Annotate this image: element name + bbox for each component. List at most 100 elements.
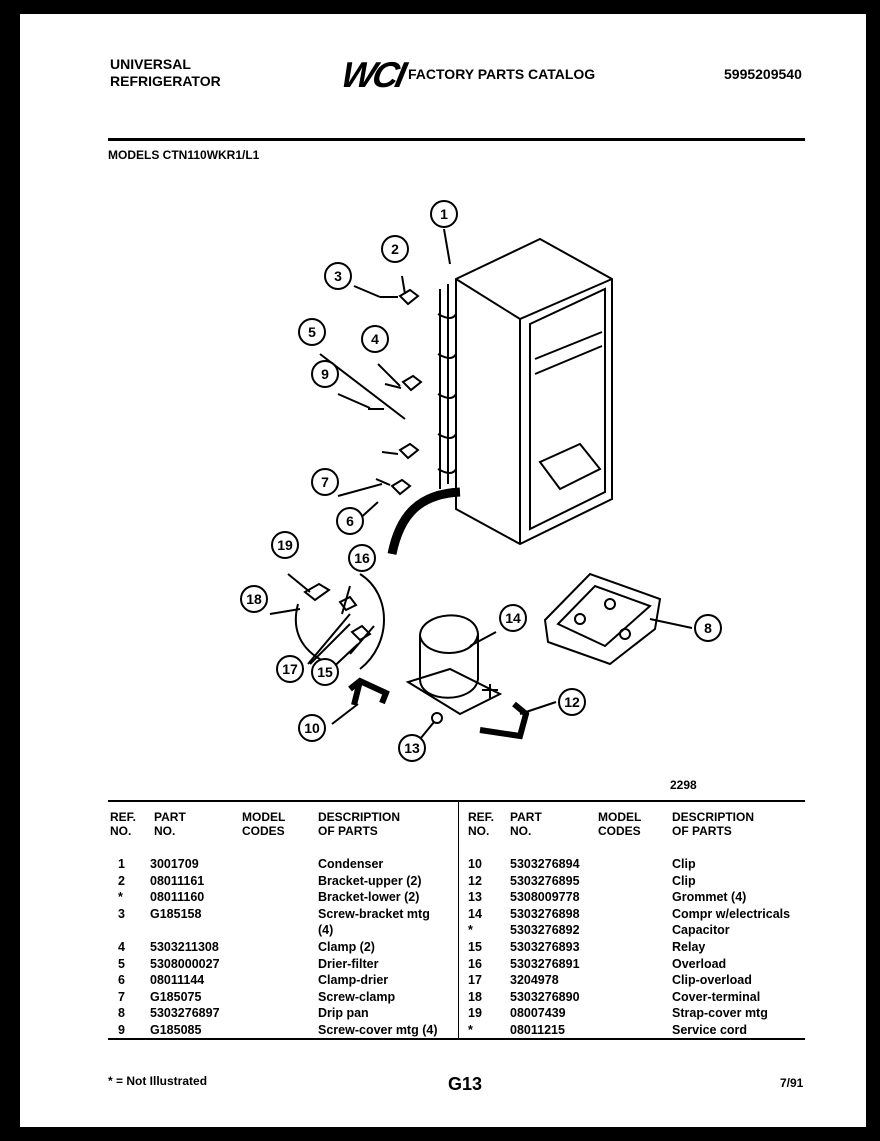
cell-part: 3001709 bbox=[150, 857, 199, 871]
document-number: 5995209540 bbox=[724, 66, 802, 82]
callout-2: 2 bbox=[381, 235, 409, 263]
cell-desc: Clip bbox=[672, 873, 696, 888]
svg-text:7: 7 bbox=[321, 474, 329, 490]
cell-ref: 12 bbox=[468, 873, 482, 888]
cell-desc: Compr w/electricals bbox=[672, 906, 791, 921]
svg-text:15: 15 bbox=[317, 664, 333, 680]
cell-desc: Grommet (4) bbox=[672, 890, 747, 905]
svg-text:17: 17 bbox=[282, 661, 298, 677]
cell-desc: Drip pan bbox=[318, 1006, 369, 1021]
callout-14: 14 bbox=[499, 604, 527, 632]
table-row: 6 08011144 Clamp-drier bbox=[20, 972, 866, 989]
cell-ref: 5 bbox=[118, 956, 125, 971]
callout-15: 15 bbox=[311, 658, 339, 686]
cell-ref: 16 bbox=[468, 956, 482, 971]
brand-name: UNIVERSAL REFRIGERATOR bbox=[110, 56, 221, 90]
cell-ref: 15 bbox=[468, 940, 482, 954]
cell-ref: 17 bbox=[468, 973, 482, 988]
header-model-left: MODEL CODES bbox=[242, 810, 286, 838]
svg-text:1: 1 bbox=[440, 206, 448, 222]
cell-desc: Screw-cover mtg (4) bbox=[318, 1023, 438, 1037]
table-row: 7 G185075 Screw-clamp bbox=[20, 989, 866, 1006]
cover-terminal-loop bbox=[359, 573, 385, 670]
callout-1: 1 bbox=[430, 200, 458, 228]
cell-desc: Condenser bbox=[318, 857, 384, 871]
cell-part: 5308000027 bbox=[150, 956, 220, 971]
cell-part: 5308009778 bbox=[510, 890, 580, 905]
table-row: 13 5308009778 Grommet (4) bbox=[20, 889, 866, 906]
callout-19: 19 bbox=[271, 531, 299, 559]
cell-part: 08011215 bbox=[510, 1023, 565, 1037]
cell-part: 5303276893 bbox=[510, 940, 580, 954]
cell-part: G185158 bbox=[150, 906, 202, 921]
revision-date: 7/91 bbox=[780, 1076, 804, 1090]
strap-cover bbox=[303, 582, 331, 602]
cell-part: 5303276895 bbox=[510, 873, 580, 888]
cell-desc: Clamp-drier bbox=[318, 973, 389, 988]
callout-8: 8 bbox=[694, 614, 722, 642]
header-ref-right: REF. NO. bbox=[468, 810, 495, 838]
brand-line-2: REFRIGERATOR bbox=[110, 73, 221, 89]
callout-12: 12 bbox=[558, 688, 586, 716]
cell-desc: Capacitor bbox=[672, 923, 730, 938]
clamp bbox=[384, 374, 423, 392]
callout-5: 5 bbox=[298, 318, 326, 346]
callout-18: 18 bbox=[240, 585, 268, 613]
cell-ref: * bbox=[468, 923, 473, 938]
cell-ref: 7 bbox=[118, 989, 125, 1004]
cell-part: G185075 bbox=[150, 989, 202, 1004]
table-row: 8 5303276897 Drip pan bbox=[20, 1005, 866, 1022]
header-part-right: PART NO. bbox=[510, 810, 542, 838]
table-row: 1 3001709 Condenser bbox=[20, 856, 866, 873]
svg-text:19: 19 bbox=[277, 537, 293, 553]
callout-balloons: 1 2 3 4 5 9 7 6 19 16 18 17 15 14 8 10 1… bbox=[240, 200, 722, 762]
cell-desc: Screw-clamp bbox=[318, 989, 396, 1004]
cell-part: 5303276890 bbox=[510, 989, 580, 1004]
cell-ref: 1 bbox=[118, 857, 125, 871]
cell-part: 5303276897 bbox=[150, 1006, 220, 1021]
callout-3: 3 bbox=[324, 262, 352, 290]
cabinet-outline bbox=[455, 237, 613, 546]
cell-part: 5303276892 bbox=[510, 923, 580, 938]
svg-text:16: 16 bbox=[354, 550, 370, 566]
table-row: 12 5303276895 Clip bbox=[20, 873, 866, 890]
cell-ref: 2 bbox=[118, 873, 125, 888]
compressor bbox=[419, 614, 479, 699]
cell-part: 5303276894 bbox=[510, 857, 580, 871]
svg-text:10: 10 bbox=[304, 720, 320, 736]
cell-desc: Clamp (2) bbox=[318, 940, 375, 954]
cell-ref: 3 bbox=[118, 906, 125, 921]
exploded-parts-diagram: 1 2 3 4 5 9 7 6 19 16 18 17 15 14 8 10 1… bbox=[240, 200, 722, 762]
svg-text:3: 3 bbox=[334, 268, 342, 284]
cell-desc: Bracket-lower (2) bbox=[318, 890, 420, 905]
cell-ref: 13 bbox=[468, 890, 482, 905]
cell-desc: Overload bbox=[672, 956, 727, 971]
cell-part: 5303211308 bbox=[150, 940, 219, 954]
cell-ref: 6 bbox=[118, 973, 125, 988]
cell-desc: Strap-cover mtg bbox=[672, 1006, 768, 1021]
svg-text:13: 13 bbox=[404, 740, 420, 756]
cell-ref: * bbox=[468, 1023, 473, 1037]
bracket-upper bbox=[380, 288, 420, 306]
catalog-title: FACTORY PARTS CATALOG bbox=[408, 66, 596, 82]
callout-6: 6 bbox=[336, 507, 364, 535]
cell-ref: 19 bbox=[468, 1006, 482, 1021]
cell-desc: Service cord bbox=[672, 1023, 748, 1037]
catalog-page: UNIVERSAL REFRIGERATOR WCI FACTORY PARTS… bbox=[20, 14, 866, 1127]
clip-12 bbox=[479, 701, 530, 740]
cell-part: 08011144 bbox=[150, 973, 205, 988]
brand-line-1: UNIVERSAL bbox=[110, 56, 191, 72]
cell-desc: Clip bbox=[672, 857, 696, 871]
header-ref-left: REF. NO. bbox=[110, 810, 137, 838]
cell-ref: 8 bbox=[118, 1006, 125, 1021]
callout-7: 7 bbox=[311, 468, 339, 496]
